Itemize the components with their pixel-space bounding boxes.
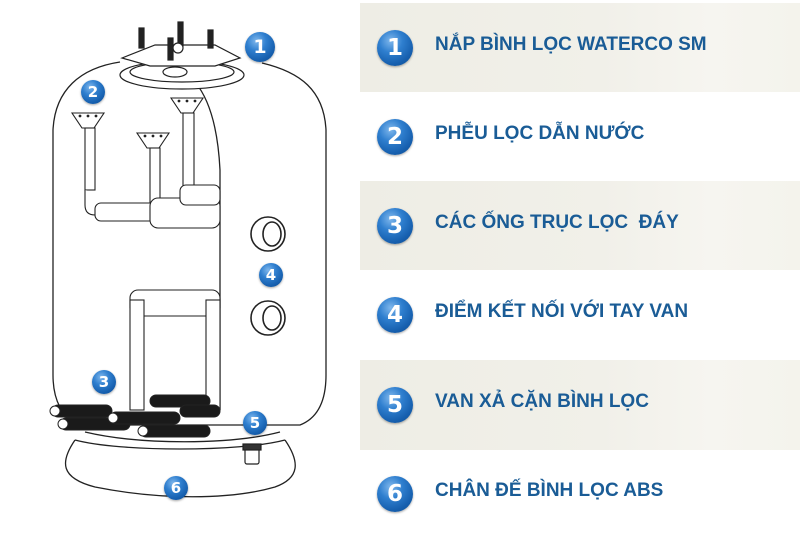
callout-badge-3: 3 [92,370,116,394]
callout-badge-2: 2 [81,80,105,104]
number-badge: 1 [377,30,413,66]
callout-badge-5: 5 [243,411,267,435]
legend-item-4: 4 ĐIỂM KẾT NỐI VỚI TAY VAN [360,270,800,359]
number-badge: 3 [377,208,413,244]
legend-label: NẮP BÌNH LỌC WATERCO SM [435,34,707,55]
legend-item-2: 2 PHỄU LỌC DẪN NƯỚC [360,92,800,181]
lid-assembly [119,21,245,90]
legend-label: CHÂN ĐẾ BÌNH LỌC ABS [435,480,664,501]
legend-label: ĐIỂM KẾT NỐI VỚI TAY VAN [435,301,689,322]
lower-manifold [129,289,221,411]
legend-label: CÁC ỐNG TRỤC LỌC ĐÁY [435,212,679,233]
number-badge: 6 [377,476,413,512]
filter-diagram: 1 2 3 4 5 6 [0,0,360,528]
funnels [70,97,205,209]
number-badge: 4 [377,297,413,333]
legend-label: PHỄU LỌC DẪN NƯỚC [435,123,645,144]
upper-manifold [84,184,221,229]
bottom-laterals [49,394,221,438]
valve-ports [250,216,286,336]
legend-item-1: 1 NẮP BÌNH LỌC WATERCO SM [360,3,800,92]
filter-illustration [49,21,327,498]
legend-item-6: 6 CHÂN ĐẾ BÌNH LỌC ABS [360,450,800,539]
base-outline [64,439,296,498]
number-badge: 2 [377,119,413,155]
callout-badge-1: 1 [245,32,275,62]
drain-valve [242,443,262,465]
legend-label: VAN XẢ CẶN BÌNH LỌC [435,391,649,412]
callout-badge-4: 4 [259,263,283,287]
legend-item-3: 3 CÁC ỐNG TRỤC LỌC ĐÁY [360,181,800,270]
legend: 1 NẮP BÌNH LỌC WATERCO SM 2 PHỄU LỌC DẪN… [360,0,800,528]
callout-badge-6: 6 [164,476,188,500]
legend-item-5: 5 VAN XẢ CẶN BÌNH LỌC [360,360,800,450]
number-badge: 5 [377,387,413,423]
